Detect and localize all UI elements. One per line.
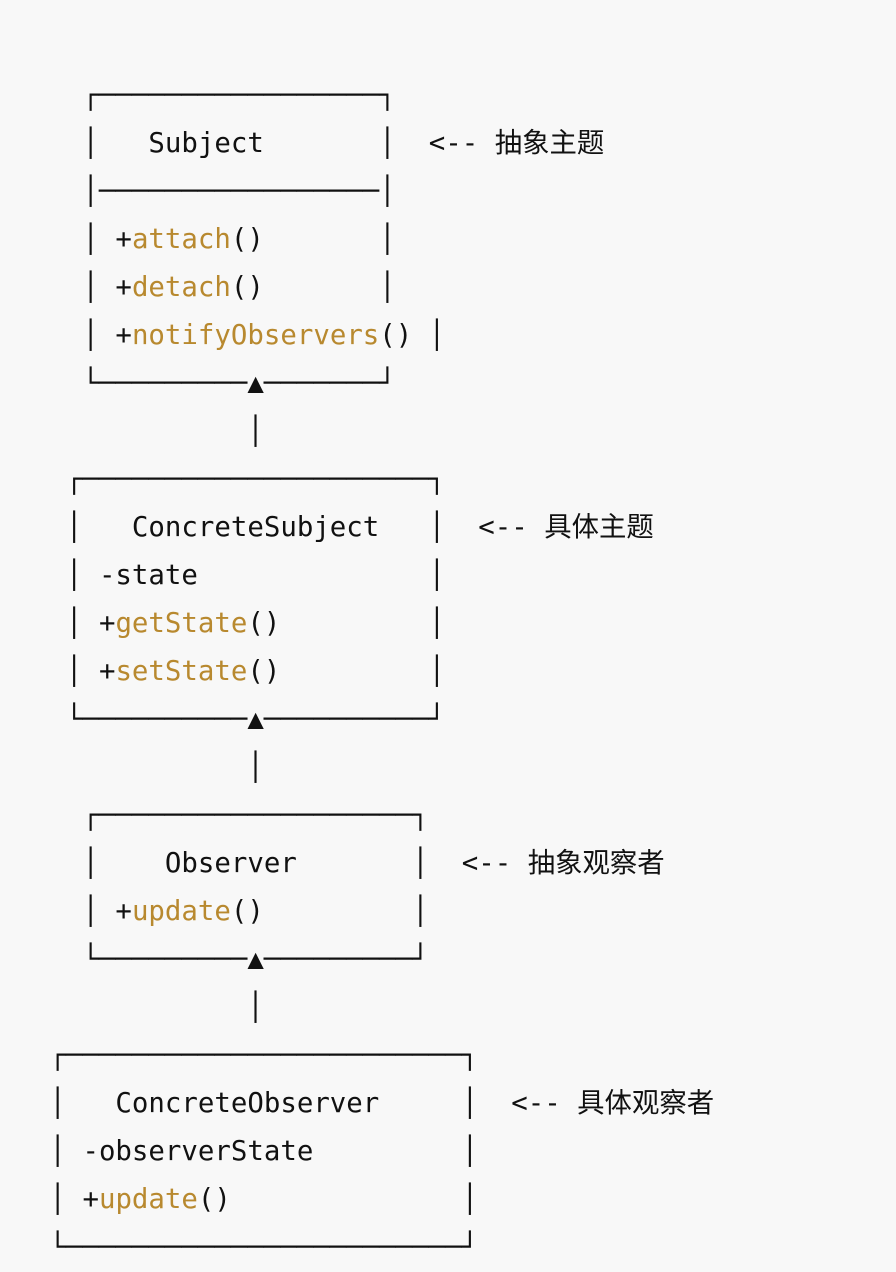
method-name: update [98,1184,198,1215]
diagram-line: ┌───────────────────┐ [0,792,714,840]
diagram-text: () │ [379,320,446,351]
diagram-text: │ + [0,608,116,639]
diagram-text: │ ConcreteObserver │ <-- 具体观察者 [0,1088,715,1119]
diagram-text: └─────────▲───────┘ [0,368,396,399]
method-name: getState [115,608,248,639]
diagram-text: () │ [230,896,429,927]
diagram-line: │ [0,408,714,456]
diagram-line: │ -observerState │ [0,1128,714,1176]
method-name: attach [131,224,231,255]
diagram-line: │ Observer │ <-- 抽象观察者 [0,840,714,888]
diagram-text: () │ [247,608,446,639]
diagram-line: │ +attach() │ [0,216,714,264]
diagram-text: () │ [230,272,396,303]
observer-pattern-ascii-diagram: ┌─────────────────┐ │ Subject │ <-- 抽象主题… [0,72,714,1272]
diagram-text: └─────────▲─────────┘ [0,944,429,975]
diagram-line: ┌─────────────────────┐ [0,456,714,504]
diagram-line: │ ConcreteSubject │ <-- 具体主题 [0,504,714,552]
diagram-line: ┌────────────────────────┐ [0,1032,714,1080]
diagram-line: │ -state │ [0,552,714,600]
diagram-line: └─────────▲─────────┘ [0,936,714,984]
diagram-text: └──────────▲──────────┘ [0,704,446,735]
diagram-line: ┌─────────────────┐ [0,72,714,120]
diagram-text: │ + [0,320,132,351]
diagram-text: │ -state │ [0,560,446,591]
diagram-text: │ ConcreteSubject │ <-- 具体主题 [0,512,654,543]
diagram-line: └────────────────────────┘ [0,1224,714,1272]
diagram-line: │ +update() │ [0,888,714,936]
method-name: notifyObservers [131,320,380,351]
diagram-text: │ [0,752,264,783]
diagram-line: │ +update() │ [0,1176,714,1224]
diagram-text: │ + [0,224,132,255]
diagram-line: │ [0,744,714,792]
diagram-line: │ [0,984,714,1032]
diagram-text: ┌─────────────────┐ [0,80,396,111]
diagram-text: │ [0,992,264,1023]
method-name: update [131,896,231,927]
diagram-text: () │ [230,224,396,255]
diagram-line: │ Subject │ <-- 抽象主题 [0,120,714,168]
diagram-text: │ Subject │ <-- 抽象主题 [0,128,605,159]
diagram-text: │ + [0,656,116,687]
method-name: setState [115,656,248,687]
diagram-text: │ + [0,272,132,303]
diagram-text: │ + [0,896,132,927]
diagram-text: │ Observer │ <-- 抽象观察者 [0,848,665,879]
diagram-text: │─────────────────│ [0,176,396,207]
diagram-text: () │ [247,656,446,687]
diagram-text: () │ [197,1184,479,1215]
method-name: detach [131,272,231,303]
diagram-line: │ +notifyObservers() │ [0,312,714,360]
diagram-line: └─────────▲───────┘ [0,360,714,408]
diagram-text: ┌───────────────────┐ [0,800,429,831]
diagram-text: │ -observerState │ [0,1136,479,1167]
diagram-text: ┌─────────────────────┐ [0,464,446,495]
diagram-line: │ +detach() │ [0,264,714,312]
diagram-line: │ +setState() │ [0,648,714,696]
diagram-text: ┌────────────────────────┐ [0,1040,479,1071]
diagram-line: │─────────────────│ [0,168,714,216]
diagram-text: │ + [0,1184,99,1215]
diagram-line: │ ConcreteObserver │ <-- 具体观察者 [0,1080,714,1128]
diagram-line: └──────────▲──────────┘ [0,696,714,744]
diagram-text: │ [0,416,264,447]
diagram-line: │ +getState() │ [0,600,714,648]
